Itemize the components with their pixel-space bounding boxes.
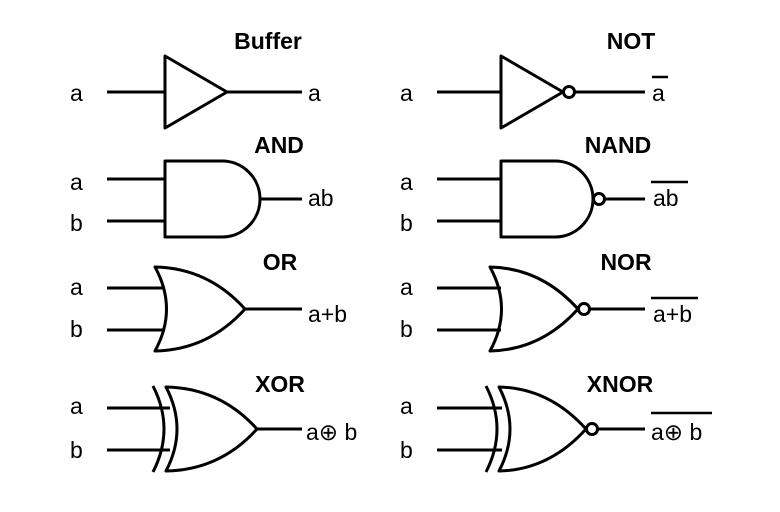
gate-nor: NOR a b a+b (400, 249, 698, 353)
output-label: a (308, 80, 321, 106)
input-label-a: a (70, 80, 83, 106)
input-label-b: b (70, 210, 83, 236)
gate-title-not: NOT (607, 28, 656, 54)
xor-extra-arc (151, 385, 166, 473)
input-label-a: a (400, 393, 413, 419)
input-label-b: b (70, 437, 83, 463)
nand-gate-symbol (499, 159, 595, 239)
gate-title-xor: XOR (255, 371, 305, 397)
nor-gate-symbol (488, 265, 580, 353)
inversion-bubble (577, 302, 591, 316)
gate-and: AND a b ab (70, 132, 334, 239)
input-label-a: a (70, 274, 83, 300)
gate-not: NOT a a (400, 28, 668, 130)
output-label: ab (653, 185, 679, 211)
gate-title-nor: NOR (600, 249, 652, 275)
gate-xnor: XNOR a b a⊕ b (400, 371, 712, 473)
input-label-b: b (400, 437, 413, 463)
input-label-a: a (70, 169, 83, 195)
not-gate-symbol (499, 54, 565, 130)
gate-title-buffer: Buffer (234, 28, 302, 54)
xor-gate-symbol (164, 385, 259, 473)
buffer-gate-symbol (163, 54, 229, 130)
gate-nand: NAND a b ab (400, 132, 688, 239)
output-label: a⊕ b (306, 419, 357, 445)
gate-title-nand: NAND (585, 132, 651, 158)
gate-title-and: AND (254, 132, 304, 158)
xnor-extra-arc (484, 385, 499, 473)
input-label-b: b (70, 316, 83, 342)
gate-title-xnor: XNOR (587, 371, 654, 397)
input-label-a: a (400, 274, 413, 300)
gate-buffer: Buffer a a (70, 28, 321, 130)
output-label: a+b (308, 301, 347, 327)
input-label-a: a (400, 80, 413, 106)
inversion-bubble (562, 85, 576, 99)
inversion-bubble (585, 422, 599, 436)
output-label: a (652, 80, 665, 106)
input-label-b: b (400, 316, 413, 342)
output-label: a⊕ b (651, 419, 702, 445)
input-label-a: a (70, 393, 83, 419)
input-label-a: a (400, 169, 413, 195)
inversion-bubble (592, 192, 606, 206)
gate-or: OR a b a+b (70, 249, 347, 353)
and-gate-symbol (163, 159, 262, 239)
output-label: ab (308, 185, 334, 211)
gate-title-or: OR (263, 249, 298, 275)
or-gate-symbol (153, 265, 247, 353)
input-label-b: b (400, 210, 413, 236)
gate-xor: XOR a b a⊕ b (70, 371, 357, 473)
output-label: a+b (653, 301, 692, 327)
xnor-gate-symbol (497, 385, 588, 473)
